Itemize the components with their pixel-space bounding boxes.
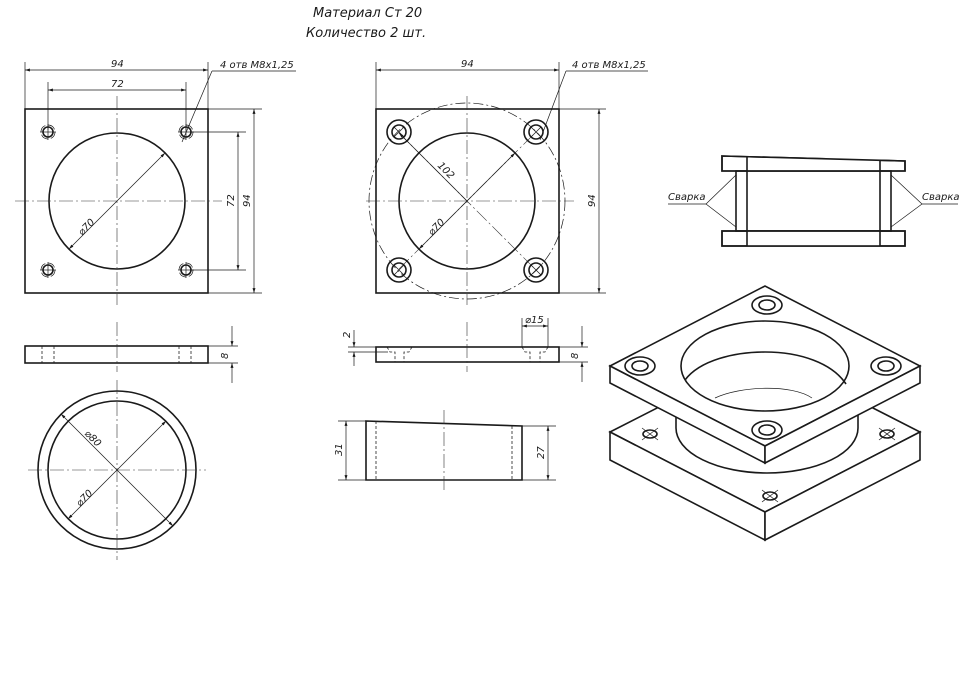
thickness-label: 8 xyxy=(570,353,581,359)
ring-outer-diameter-label: ⌀80 xyxy=(82,428,103,449)
iso-counterbore xyxy=(751,420,783,440)
side-length-label: 94 xyxy=(242,194,253,207)
dim-width-label: 94 xyxy=(461,59,474,70)
bore-diameter-label: ⌀70 xyxy=(76,217,97,238)
counterbored-hole xyxy=(386,257,412,283)
material-title: Материал Ст 20 xyxy=(313,6,422,21)
ring-inner-diameter-label: ⌀70 xyxy=(74,488,95,509)
weld-label-right: Сварка xyxy=(922,192,960,203)
flange-top-view-2: 94 4 отв M8x1,25 102 ⌀70 94 xyxy=(366,59,648,305)
holes-note: 4 отв M8x1,25 xyxy=(572,60,646,71)
iso-hole xyxy=(761,489,779,503)
counterbored-hole xyxy=(523,119,549,145)
iso-counterbore xyxy=(624,356,656,376)
holes-note: 4 отв M8x1,25 xyxy=(220,60,294,71)
ring-top-view: ⌀80 ⌀70 xyxy=(28,380,206,560)
iso-counterbore xyxy=(751,295,783,315)
ring-height-left-label: 31 xyxy=(334,443,345,456)
thickness-label: 8 xyxy=(220,353,231,359)
bore-diameter-label: ⌀70 xyxy=(426,217,447,238)
welded-assembly-section: Сварка Сварка xyxy=(668,155,960,247)
flange-side-view-2: ⌀15 2 8 xyxy=(342,315,588,382)
iso-counterbore xyxy=(870,356,902,376)
iso-hole xyxy=(878,427,896,441)
quantity-title: Количество 2 шт. xyxy=(306,26,426,41)
dim-width-label: 94 xyxy=(111,59,124,70)
counterbore-diameter-label: ⌀15 xyxy=(525,315,544,326)
iso-hole xyxy=(641,427,659,441)
side-length-label: 94 xyxy=(587,194,598,207)
counterbored-hole xyxy=(523,257,549,283)
flange-side-view-1: 8 xyxy=(24,322,238,383)
weld-label-left: Сварка xyxy=(668,192,706,203)
side-spacing-label: 72 xyxy=(226,194,237,207)
threaded-hole xyxy=(40,262,56,278)
counterbored-hole xyxy=(386,119,412,145)
dim-hole-spacing-label: 72 xyxy=(111,79,124,90)
ring-side-view: 31 27 xyxy=(334,410,556,490)
isometric-view xyxy=(608,285,922,542)
counterbore-depth-label: 2 xyxy=(342,332,353,338)
ring-height-right-label: 27 xyxy=(536,446,547,459)
bolt-circle-label: 102 xyxy=(435,160,456,181)
flange-top-view-1: 94 72 4 отв M8x1,25 ⌀70 72 94 xyxy=(15,59,296,305)
